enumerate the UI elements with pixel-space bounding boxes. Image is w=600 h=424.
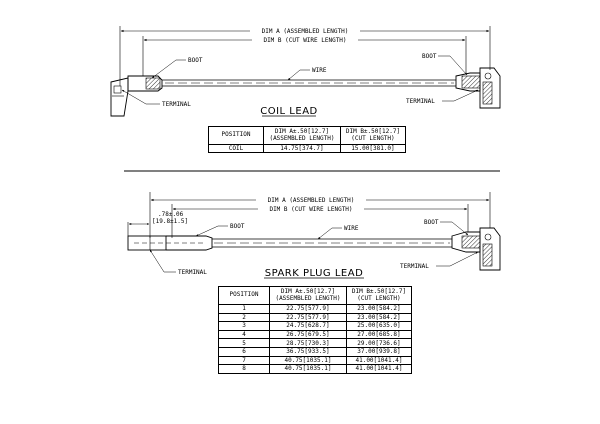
coil-terminal-left-label: TERMINAL [162,101,191,108]
coil-boot-left-label: BOOT [188,57,203,64]
spark-col-dim-b-line1: DIM B±.50[12.7] [351,288,407,295]
spark-lead-table: POSITION DIM A±.50[12.7] (ASSEMBLED LENG… [218,286,413,374]
spark-wire-leader [317,227,333,240]
spark-row-dim-a: 24.75[628.7] [269,321,347,331]
spark-boot-right-leader [451,221,469,236]
spark-row-position: 8 [218,364,270,374]
spark-terminal-right-label: TERMINAL [400,263,429,270]
spark-row-position: 6 [218,346,270,357]
coil-col-dim-b-line1: DIM B±.50[12.7] [345,128,401,135]
coil-lead-table: POSITION DIM A±.50[12.7] (ASSEMBLED LENG… [208,126,407,153]
coil-wire-leader [287,69,301,81]
spark-col-dim-b-line2: (CUT LENGTH) [357,294,401,302]
spark-row-dim-a: 40.75[1035.1] [269,355,347,366]
spark-row-dim-b: 27.00[685.8] [345,329,413,340]
spark-row-dim-a: 22.75[577.9] [269,312,347,323]
spark-row-dim-b: 23.00[584.2] [345,304,413,314]
coil-terminal-right-label: TERMINAL [406,98,435,105]
spark-row-dim-b: 41.00[1041.4] [345,355,413,366]
spark-col-dim-a-line1: DIM A±.50[12.7] [280,288,336,295]
coil-col-dim-b: DIM B±.50[12.7] (CUT LENGTH) [339,126,407,145]
coil-col-dim-a-line2: (ASSEMBLED LENGTH) [269,134,335,142]
spark-table-header-row: POSITION DIM A±.50[12.7] (ASSEMBLED LENG… [218,286,413,305]
spark-row-dim-a: 36.75[933.5] [269,346,347,357]
spark-row-dim-b: 37.00[939.8] [345,346,413,357]
coil-lead-view: DIM A (ASSEMBLED LENGTH) DIM B (CUT WIRE… [110,26,501,117]
spark-boot-right-label: BOOT [424,219,439,226]
spark-row-dim-b: 25.00[635.0] [345,321,413,331]
coil-row-dim-b: 15.00[381.0] [339,144,407,153]
spark-left-boot [127,235,213,251]
spark-terminal-left-leader [149,249,165,273]
coil-row-position: COIL [208,144,264,153]
coil-col-dim-a: DIM A±.50[12.7] (ASSEMBLED LENGTH) [263,126,341,145]
coil-col-position: POSITION [208,126,264,145]
spark-row-dim-b: 29.00[736.6] [345,338,413,348]
coil-col-dim-a-line1: DIM A±.50[12.7] [274,128,330,135]
coil-boot-left-leader [151,59,177,79]
coil-terminal-right-leader [453,89,479,102]
coil-row-dim-a: 14.75[374.7] [263,144,341,153]
coil-right-boot [455,67,501,109]
spark-row-dim-a: 28.75[730.3] [269,338,347,348]
coil-boot-right-leader [449,55,468,76]
coil-col-dim-b-line2: (CUT LENGTH) [351,134,395,142]
spark-row-dim-b: 41.00[1041.4] [345,364,413,374]
coil-dim-a-label: DIM A (ASSEMBLED LENGTH) [262,28,349,35]
spark-boot-left-label: BOOT [230,223,245,230]
spark-col-dim-a-line2: (ASSEMBLED LENGTH) [275,294,341,302]
coil-lead-title: COIL LEAD [260,106,317,117]
spark-row-position: 1 [218,304,270,314]
spark-row-dim-a: 26.75[679.5] [269,329,347,340]
spark-col-dim-a: DIM A±.50[12.7] (ASSEMBLED LENGTH) [269,286,347,305]
coil-left-boot [110,75,163,117]
spark-col-dim-b: DIM B±.50[12.7] (CUT LENGTH) [345,286,413,305]
spark-row-position: 3 [218,321,270,331]
spark-dim-a-label: DIM A (ASSEMBLED LENGTH) [268,197,355,204]
spark-offset-metric: [19.8±1.5] [152,218,188,225]
spark-lead-title: SPARK PLUG LEAD [265,268,364,279]
table-row: COIL 14.75[374.7] 15.00[381.0] [208,144,407,153]
coil-dim-b-label: DIM B (CUT WIRE LENGTH) [263,37,346,44]
spark-dim-b-label: DIM B (CUT WIRE LENGTH) [269,206,352,213]
spark-row-dim-a: 40.75[1035.1] [269,364,347,374]
spark-row-dim-a: 22.75[577.9] [269,304,347,314]
spark-wire-label: WIRE [344,225,359,232]
spark-offset-value: .78±.06 [158,211,184,218]
spark-boot-left-leader [195,225,219,237]
coil-terminal-left-leader [121,89,147,105]
coil-boot-right-label: BOOT [422,53,437,60]
spark-terminal-left-label: TERMINAL [178,269,207,276]
spark-terminal-right-leader [449,251,479,267]
spark-row-dim-b: 23.00[584.2] [345,312,413,323]
coil-table-header-row: POSITION DIM A±.50[12.7] (ASSEMBLED LENG… [208,126,407,145]
spark-col-position: POSITION [218,286,270,305]
spark-right-boot [451,227,501,271]
spark-row-position: 5 [218,338,270,348]
spark-row-position: 2 [218,312,270,323]
spark-lead-view: DIM A (ASSEMBLED LENGTH) DIM B (CUT WIRE… [127,192,501,279]
spark-row-position: 7 [218,355,270,366]
coil-wire-label: WIRE [312,67,327,74]
spark-row-position: 4 [218,329,270,340]
